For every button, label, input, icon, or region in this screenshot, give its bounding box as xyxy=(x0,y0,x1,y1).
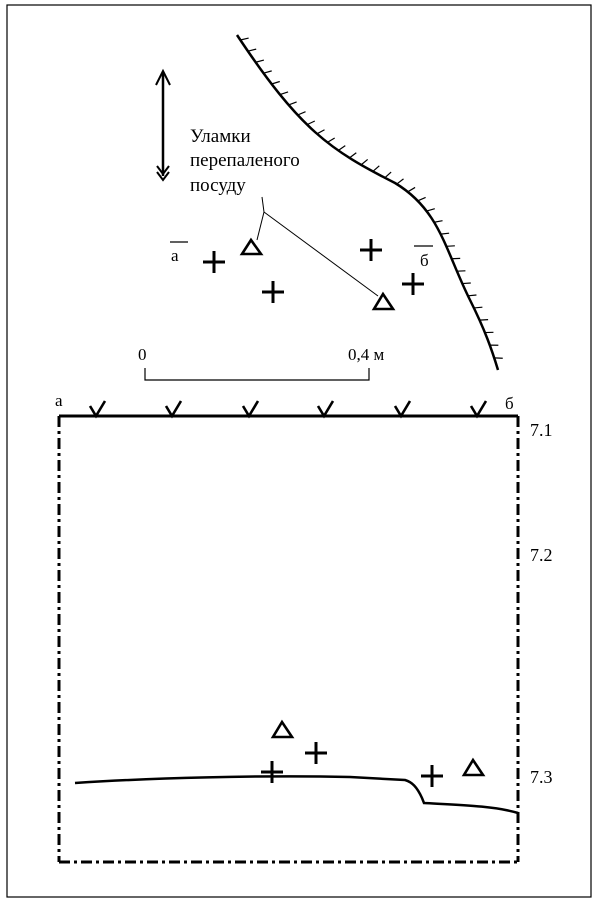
hachure-tick xyxy=(479,319,489,321)
scale-bar: 0 0,4 м xyxy=(138,345,385,381)
scale-start-label: 0 xyxy=(138,345,147,364)
hachure-tick xyxy=(247,48,257,52)
profile-left-label: а xyxy=(55,391,63,410)
hachure-tick xyxy=(279,91,289,96)
surface-check-icon xyxy=(469,400,488,419)
surface-check-icon xyxy=(164,400,183,419)
plan-cross-icon-2 xyxy=(262,281,284,303)
profile-boundary xyxy=(57,416,520,864)
hachure-tick xyxy=(306,120,316,126)
hachure-tick xyxy=(297,111,306,116)
hachure-tick xyxy=(467,294,477,297)
outer-frame xyxy=(6,4,592,898)
hachure-tick xyxy=(396,178,404,185)
hachure-tick xyxy=(288,101,297,106)
pit-edge-hachures xyxy=(240,37,503,359)
hachure-tick xyxy=(372,165,380,172)
depth-label-7-2: 7.2 xyxy=(530,545,553,565)
plan-view: Уламки перепаленого посуду а б xyxy=(155,34,503,371)
hachure-tick xyxy=(462,282,471,285)
hachure-tick xyxy=(384,171,392,179)
hachure-tick xyxy=(337,145,346,151)
scale-end-label: 0,4 м xyxy=(348,345,385,364)
section-mark-b: б xyxy=(420,251,429,270)
layer-boundary-line xyxy=(74,775,519,815)
pit-edge-contour xyxy=(235,34,500,371)
plan-triangle-icon-1 xyxy=(239,237,264,256)
hachure-tick xyxy=(440,232,450,235)
plan-triangle-icon-2 xyxy=(371,291,396,311)
hachure-tick xyxy=(426,208,435,212)
hachure-tick xyxy=(407,186,416,193)
hachure-tick xyxy=(434,220,443,223)
hachure-tick xyxy=(263,70,272,74)
profile-cross-icon-1 xyxy=(305,742,327,764)
hachure-tick xyxy=(316,129,325,135)
note-line-2: перепаленого xyxy=(190,150,300,171)
plan-cross-icon-1 xyxy=(203,251,225,273)
surface-check-icon xyxy=(88,400,107,419)
profile-cross-icon-3 xyxy=(421,765,443,787)
hachure-tick xyxy=(240,37,249,41)
profile-triangle-icon-1 xyxy=(270,719,295,739)
profile-right-label: б xyxy=(505,394,514,413)
hachure-tick xyxy=(360,158,369,166)
note-leader-lines xyxy=(256,196,379,297)
hachure-tick xyxy=(271,80,280,85)
profile-section: а б 7.1 7.2 7.3 xyxy=(55,391,553,864)
surface-check-icon xyxy=(316,400,335,419)
section-mark-a: а xyxy=(171,246,179,265)
hachure-tick xyxy=(473,306,483,309)
north-arrow-icon xyxy=(155,68,171,182)
profile-triangle-icon-2 xyxy=(461,757,486,777)
depth-label-7-1: 7.1 xyxy=(530,420,553,440)
surface-check-icon xyxy=(393,400,412,419)
hachure-tick xyxy=(327,137,335,143)
hachure-tick xyxy=(255,59,265,63)
depth-label-7-3: 7.3 xyxy=(530,767,553,787)
note-line-3: посуду xyxy=(190,175,246,196)
surface-checkmarks xyxy=(88,400,488,419)
plan-cross-icon-3 xyxy=(360,239,382,261)
hachure-tick xyxy=(417,196,426,202)
hachure-tick xyxy=(349,152,357,159)
profile-cross-icon-2 xyxy=(261,761,283,783)
plan-cross-icon-4 xyxy=(402,273,424,295)
note-line-1: Уламки xyxy=(190,126,251,147)
surface-check-icon xyxy=(241,400,260,419)
